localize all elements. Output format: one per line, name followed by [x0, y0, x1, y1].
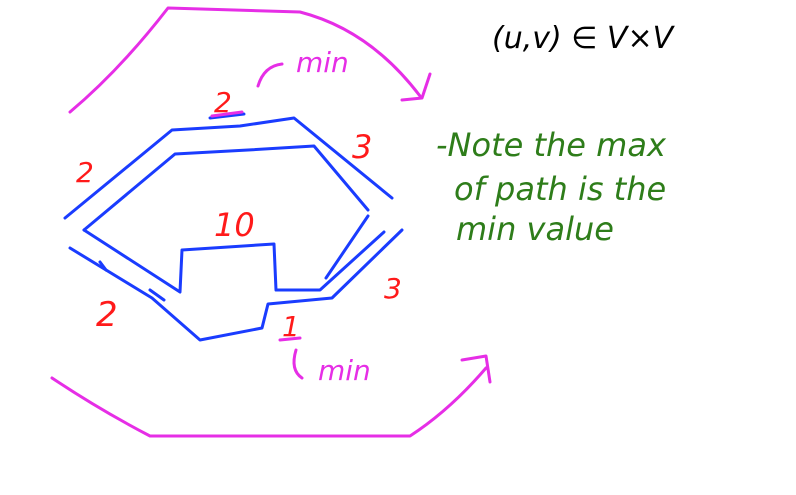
weight-bottom-left: 2 [96, 295, 118, 335]
weight-bottom-right: 3 [384, 272, 402, 305]
lower-inner-path [82, 228, 386, 294]
edge-weight-labels: 2 2 3 10 2 1 3 [76, 86, 402, 343]
top-hook [256, 62, 284, 88]
top-arc-arrow [68, 6, 422, 114]
note-line-3: min value [456, 210, 614, 248]
weight-bottom-middle: 1 [282, 310, 300, 343]
bottom-underline [278, 336, 302, 342]
weight-top-left: 2 [76, 156, 94, 189]
tick-marks [98, 112, 246, 302]
top-min-label: min [296, 46, 349, 79]
weight-top-middle: 2 [214, 86, 232, 119]
top-underline [210, 110, 244, 118]
weight-top-right: 3 [352, 128, 372, 166]
weight-inner-top: 10 [214, 206, 255, 244]
min-arrows [50, 6, 492, 438]
note-line-2: of path is the [454, 170, 666, 208]
lower-outer-right-path [68, 228, 404, 342]
note-block: -Note the max of path is the min value [436, 126, 667, 248]
top-arrowhead [400, 72, 432, 102]
bottom-arrowhead [460, 354, 492, 384]
upper-inner-path [82, 144, 370, 232]
graph-paths [63, 112, 404, 342]
formula-text: (u,v) ∈ V×V [492, 21, 676, 56]
bottom-min-label: min [318, 354, 371, 387]
upper-outer-path [63, 116, 394, 220]
note-line-1: -Note the max [436, 126, 667, 164]
bottom-hook [292, 348, 304, 380]
right-short-path [324, 214, 370, 280]
bottom-arc-arrow [50, 366, 488, 438]
